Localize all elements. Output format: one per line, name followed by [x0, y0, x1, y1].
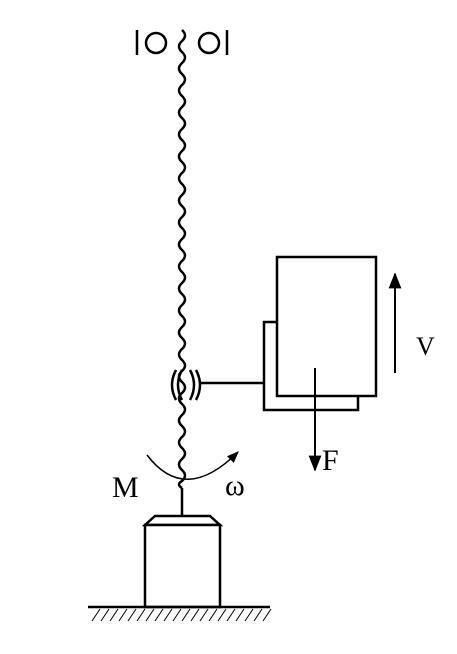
bearing-right-ball — [197, 31, 221, 55]
nut-left-arc-2 — [176, 369, 184, 401]
hatch-line — [127, 608, 137, 622]
hatch-line — [91, 608, 101, 622]
motor-body — [143, 523, 222, 609]
hatch-line — [145, 608, 155, 622]
nut — [170, 369, 202, 401]
hatch-line — [190, 608, 200, 622]
carriage — [262, 255, 378, 412]
motor — [141, 514, 224, 609]
ground-hatching — [91, 608, 272, 622]
hatch-line — [136, 608, 146, 622]
nut-right-arc-1 — [188, 369, 196, 401]
nut-left-arc-1 — [170, 369, 178, 401]
hatch-line — [217, 608, 227, 622]
angular-velocity-label: ω — [225, 469, 245, 502]
bearing-left-ball — [144, 31, 168, 55]
nut-right-arc-2 — [194, 369, 202, 401]
lead-screw — [177, 29, 187, 490]
hatch-line — [226, 608, 236, 622]
hatch-line — [208, 608, 218, 622]
hatch-line — [163, 608, 173, 622]
hatch-line — [235, 608, 245, 622]
hatch-line — [253, 608, 263, 622]
hatch-line — [154, 608, 164, 622]
hatch-line — [262, 608, 272, 622]
hatch-line — [100, 608, 110, 622]
rotation-arrow — [146, 451, 239, 480]
velocity-label: V — [416, 332, 435, 361]
hatch-line — [244, 608, 254, 622]
hatch-line — [199, 608, 209, 622]
top-bearing — [135, 30, 229, 55]
hatch-line — [118, 608, 128, 622]
hatch-line — [172, 608, 182, 622]
hatch-line — [109, 608, 119, 622]
force-label: F — [322, 444, 339, 477]
carriage-front-block — [275, 255, 378, 398]
motor-top-cap — [141, 514, 224, 527]
hatch-line — [181, 608, 191, 622]
moment-label: M — [112, 471, 139, 504]
